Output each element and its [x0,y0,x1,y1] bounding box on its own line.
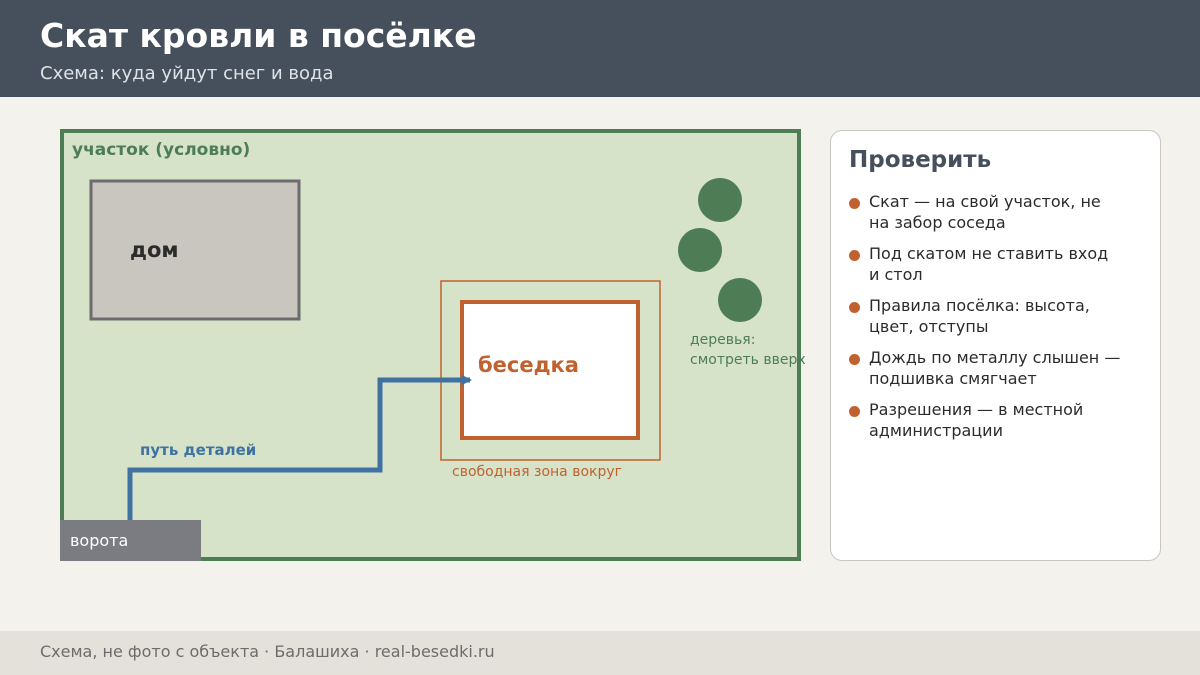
site-diagram-svg: участок (условно) дом свободная зона вок… [60,129,806,561]
checklist-item: Под скатом не ставить вход и стол [849,243,1149,285]
checklist-title: Проверить [849,147,992,173]
tree-2 [678,228,722,272]
checklist-item-line2: администрации [869,421,1003,440]
trees-label-line2: смотреть вверх [690,352,806,368]
bullet-dot-icon [849,250,860,261]
gate [60,520,201,561]
checklist-item-line1: Под скатом не ставить вход [869,244,1109,263]
checklist-item-line2: подшивка смягчает [869,369,1037,388]
checklist-item-line1: Скат — на свой участок, не [869,192,1101,211]
checklist-item-line1: Дождь по металлу слышен — [869,348,1121,367]
checklist-item: Скат — на свой участок, не на забор сосе… [849,191,1149,233]
bullet-dot-icon [849,198,860,209]
checklist-item-line2: цвет, отступы [869,317,989,336]
checklist-item-line1: Правила посёлка: высота, [869,296,1090,315]
bullet-dot-icon [849,354,860,365]
bullet-dot-icon [849,406,860,417]
checklist-item-line2: и стол [869,265,923,284]
free-zone-label: свободная зона вокруг [452,464,622,480]
header: Скат кровли в посёлке Схема: куда уйдут … [0,0,1200,97]
site-diagram: участок (условно) дом свободная зона вок… [0,97,1200,630]
plot-label: участок (условно) [72,140,250,160]
gazebo-label: беседка [478,353,579,377]
gazebo [460,300,640,440]
footer: Схема, не фото с объекта · Балашиха · re… [0,631,1200,675]
trees-label-line1: деревья: [690,332,755,348]
bullet-dot-icon [849,302,860,313]
house-label: дом [130,238,179,262]
checklist-item: Правила посёлка: высота, цвет, отступы [849,295,1149,337]
house [89,179,301,321]
path-label: путь деталей [140,441,256,459]
gate-label: ворота [70,531,128,550]
checklist-item: Дождь по металлу слышен — подшивка смягч… [849,347,1149,389]
checklist-item-line2: на забор соседа [869,213,1006,232]
checklist-item: Разрешения — в местной администрации [849,399,1149,441]
checklist-item-line1: Разрешения — в местной [869,400,1084,419]
checklist-card: Проверить Скат — на свой участок, не на … [830,130,1161,561]
checklist: Скат — на свой участок, не на забор сосе… [849,191,1149,451]
footer-text: Схема, не фото с объекта · Балашиха · re… [40,642,495,661]
tree-3 [718,278,762,322]
page-subtitle: Схема: куда уйдут снег и вода [40,63,334,84]
delivery-path [127,375,472,521]
page-title: Скат кровли в посёлке [40,16,477,55]
free-zone [440,280,661,461]
tree-1 [698,178,742,222]
